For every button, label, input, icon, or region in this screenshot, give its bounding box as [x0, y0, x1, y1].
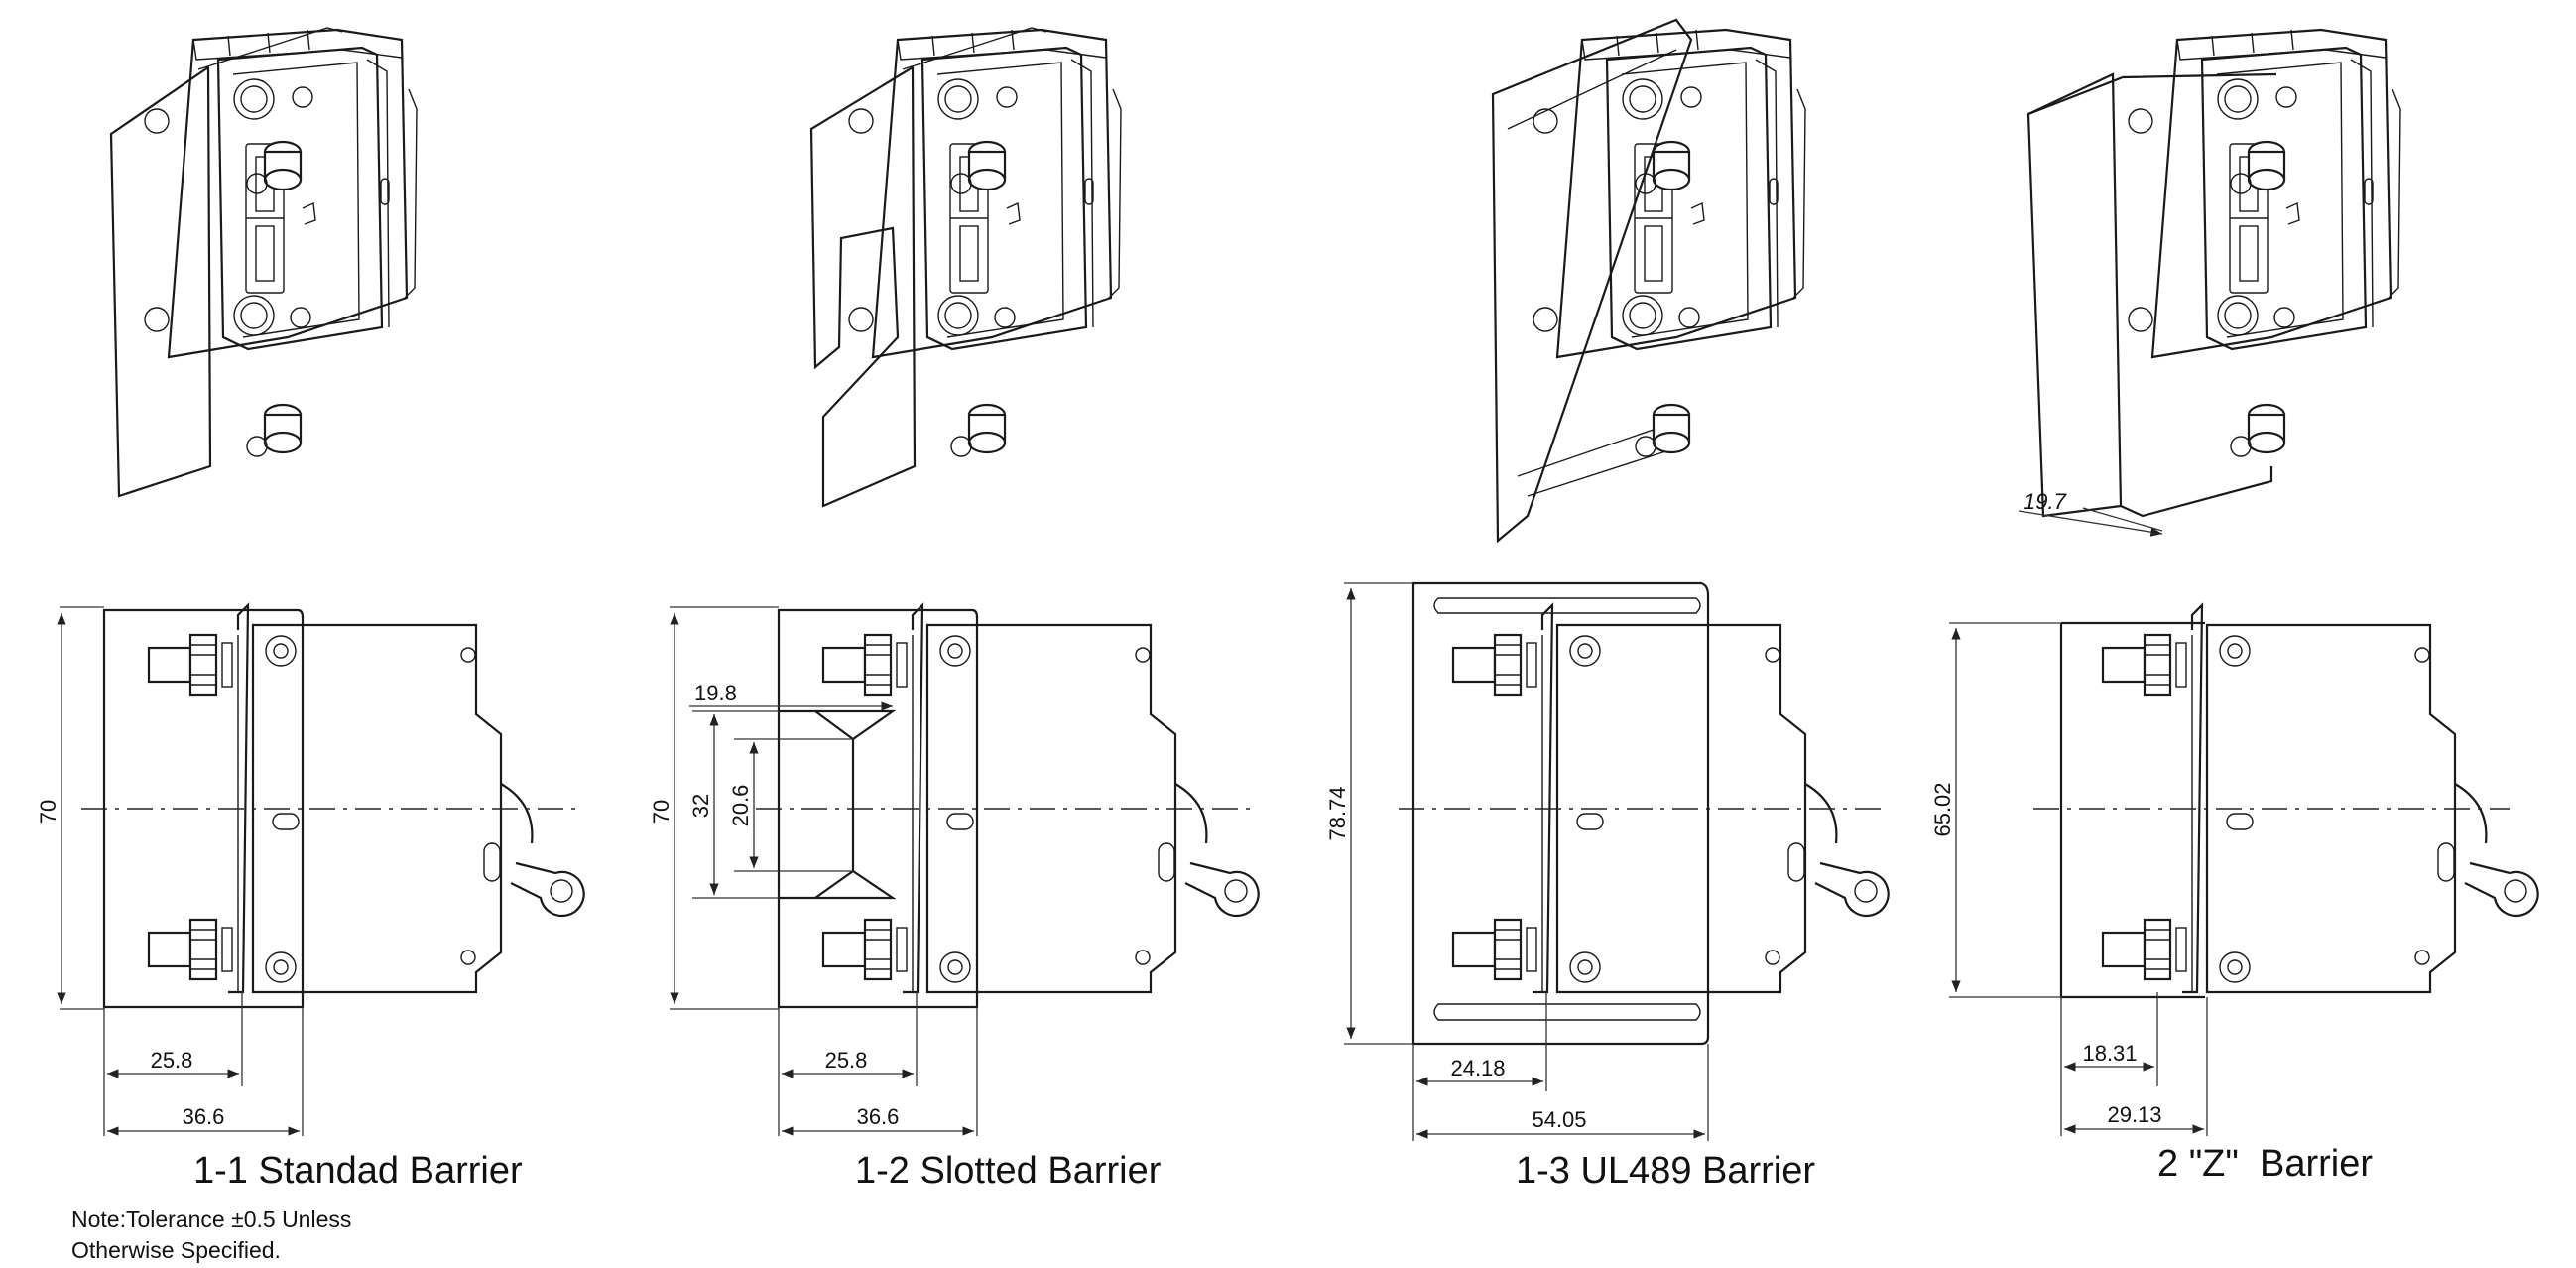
ul489-barrier-caption: 1-3 UL489 Barrier [1516, 1150, 1815, 1192]
ul489-barrier-plate [1491, 18, 1693, 544]
iso-view-ul489-barrier [1491, 18, 1807, 544]
ortho-view-z-barrier: 65.02 18.31 29.13 2 "Z" Barrier [1930, 603, 2539, 1185]
iso-view-slotted-barrier [809, 27, 1123, 508]
standard-offset-dimension: 25.8 [151, 1048, 193, 1073]
tolerance-note-line-1: Note:Tolerance ±0.5 Unless [71, 1206, 352, 1232]
standard-width-dimension: 36.6 [183, 1104, 225, 1129]
z-height-dimension: 65.02 [1930, 782, 1955, 836]
tolerance-note-line-2: Otherwise Specified. [71, 1237, 281, 1263]
z-barrier-plate [2026, 72, 2123, 518]
ul489-offset-dimension: 24.18 [1450, 1056, 1505, 1080]
iso-view-standard-barrier [109, 27, 419, 498]
z-width-dimension: 29.13 [2107, 1102, 2161, 1127]
ortho-view-standard-barrier: 70 25.8 36.6 1-1 Standad Barrier [36, 603, 585, 1192]
z-offset-dimension: 18.31 [2082, 1041, 2137, 1066]
z-barrier-caption: 2 "Z" Barrier [2157, 1143, 2373, 1185]
slotted-width-dimension: 36.6 [857, 1104, 900, 1129]
standard-height-dimension: 70 [36, 800, 61, 824]
slotted-barrier-plate [809, 65, 917, 508]
ul489-height-dimension: 78.74 [1325, 786, 1350, 840]
slotted-height-dimension: 70 [649, 800, 674, 824]
slotted-barrier-caption: 1-2 Slotted Barrier [855, 1150, 1162, 1192]
slotted-outer-dimension: 32 [688, 794, 713, 818]
iso-view-z-barrier: 19.7 [2018, 28, 2402, 537]
ul489-width-dimension: 54.05 [1532, 1107, 1586, 1132]
ortho-view-ul489-barrier: 78.74 24.18 54.05 1-3 UL489 Barrier [1325, 581, 1890, 1192]
z-barrier-iso-dimension: 19.7 [2024, 489, 2067, 514]
slotted-inner-dimension: 20.6 [728, 785, 753, 827]
standard-barrier-plate [109, 64, 212, 498]
ortho-view-slotted-barrier: 70 32 20.6 19.8 25.8 36.6 1-2 Slotted Ba… [649, 603, 1260, 1192]
standard-barrier-caption: 1-1 Standad Barrier [193, 1150, 523, 1192]
slotted-offset-dimension: 25.8 [825, 1048, 868, 1073]
slotted-top-dimension: 19.8 [694, 681, 737, 705]
tolerance-note: Note:Tolerance ±0.5 Unless Otherwise Spe… [71, 1205, 351, 1266]
